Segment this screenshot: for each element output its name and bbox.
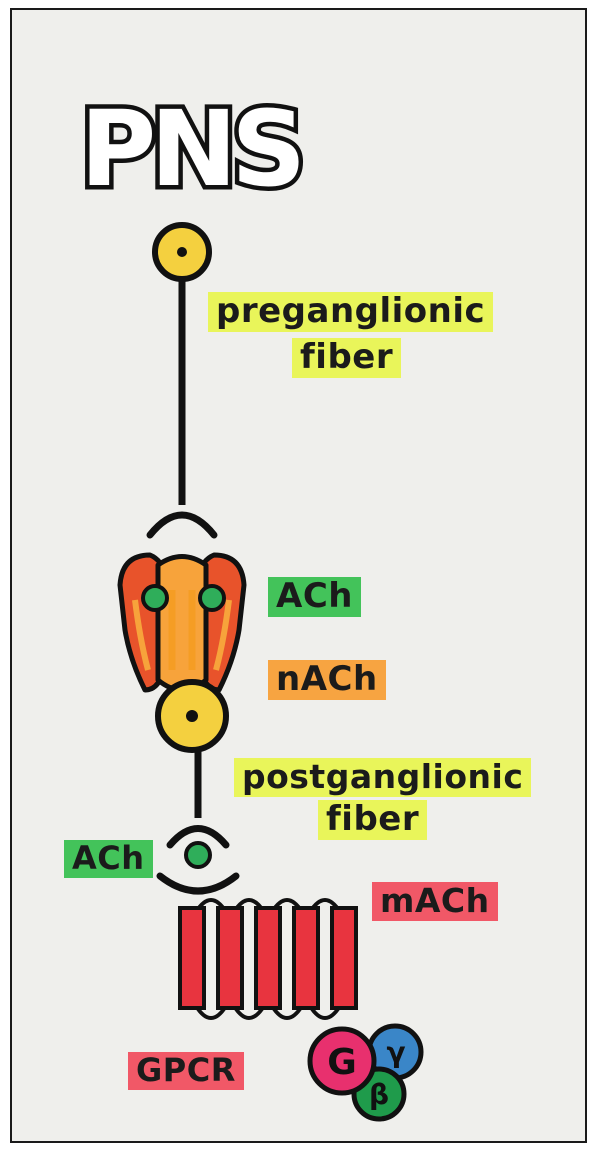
acetylcholine-molecule-left: [143, 586, 167, 610]
label-gpcr: GPCR: [128, 1052, 244, 1090]
g-alpha-label: G: [327, 1042, 357, 1083]
muscarinic-binding-site: [160, 876, 236, 891]
label-postganglionic-fiber: fiber: [318, 800, 427, 840]
g-beta-label: β: [369, 1078, 389, 1111]
label-preganglionic: preganglionic: [208, 292, 493, 332]
label-mach: mACh: [372, 882, 498, 921]
nicotinic-receptor: [120, 555, 244, 690]
diagram-title: PNS: [80, 88, 300, 210]
label-nach: nACh: [268, 660, 386, 700]
preganglionic-nucleus: [177, 247, 187, 257]
g-gamma-label: γ: [386, 1036, 405, 1069]
gpcr-receptor: [180, 900, 356, 1018]
acetylcholine-molecule-synapse: [186, 843, 210, 867]
postganglionic-nucleus: [186, 710, 198, 722]
label-ach-muscarinic: ACh: [64, 840, 153, 878]
preganglionic-terminal: [150, 515, 214, 535]
label-postganglionic: postganglionic: [234, 758, 531, 797]
label-ach-nicotinic: ACh: [268, 577, 361, 617]
acetylcholine-molecule-right: [200, 586, 224, 610]
label-preganglionic-fiber: fiber: [292, 338, 401, 378]
